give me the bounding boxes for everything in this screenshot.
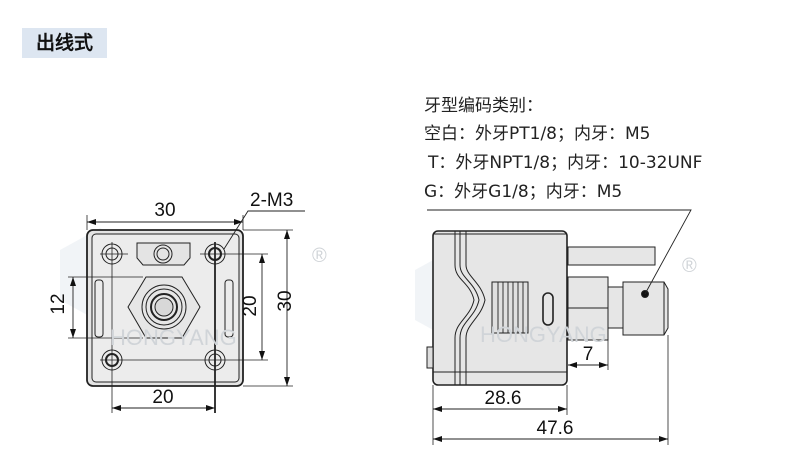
- thread-code-line: 空白：外牙PT1/8；内牙：M5: [424, 124, 651, 144]
- dim-fitting-length: 7: [583, 344, 594, 365]
- thread-code-title: 牙型编码类别：: [424, 96, 543, 116]
- thread-code-line: T：外牙NPT1/8；内牙：10-32UNF: [428, 153, 703, 173]
- dim-body-length: 28.6: [485, 388, 522, 409]
- dim-hole-pitch-v: 20: [240, 295, 261, 316]
- dim-port-size: 12: [48, 293, 69, 314]
- dim-height: 30: [275, 290, 296, 311]
- front-view: [68, 210, 305, 413]
- section-label: 出线式: [22, 28, 107, 58]
- dim-total-length: 47.6: [537, 418, 574, 439]
- dim-hole-pitch-h: 20: [152, 387, 173, 408]
- watermark-text: HONGYANG: [480, 322, 607, 347]
- watermark: HONGYANG ® HONGYANG ®: [110, 245, 697, 350]
- watermark-registered: ®: [312, 245, 327, 267]
- watermark-text: HONGYANG: [110, 325, 237, 350]
- thread-code-line: G：外牙G1/8；内牙：M5: [424, 182, 623, 202]
- watermark-registered: ®: [682, 255, 697, 277]
- screw-callout: 2-M3: [250, 190, 293, 211]
- dim-width: 30: [154, 200, 175, 221]
- side-view: [426, 209, 692, 445]
